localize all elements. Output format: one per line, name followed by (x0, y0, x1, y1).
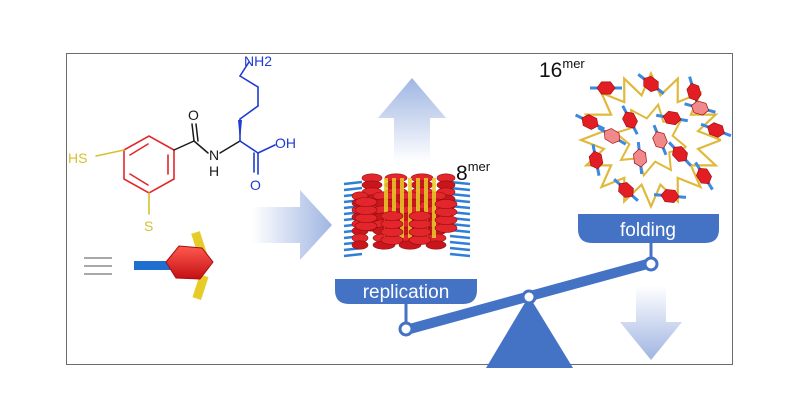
carbonyl-oxygen-label: O (188, 107, 199, 123)
folding-label: folding (620, 220, 676, 241)
stereo-wedge (238, 120, 242, 141)
macrocycle-size-label: 16mer (539, 56, 585, 82)
stack-disulfide (408, 178, 412, 238)
stack-aromatic-core (434, 199, 458, 209)
macrocycle-aromatic-core (581, 114, 599, 130)
building-block-cartoon (134, 231, 214, 300)
macrocycle-aromatic-core (672, 146, 688, 162)
macrocycle-aromatic-core (690, 100, 710, 116)
pivot-left (398, 321, 414, 337)
stack-size-label: 8mer (456, 159, 491, 185)
thiol-bottom-label: S (144, 218, 153, 234)
stack-aromatic-core (434, 215, 458, 225)
macrocycle-aromatic-core (662, 110, 682, 126)
macrocycle-aromatic-core (643, 76, 659, 92)
stack-aromatic-core (408, 219, 432, 229)
stack-aromatic-core (380, 227, 404, 237)
macrocycle-aromatic-core (686, 82, 702, 102)
seesaw-fulcrum (486, 296, 573, 368)
amide-bonds (173, 123, 241, 154)
stack-aromatic-core (351, 240, 369, 250)
folding-panel (578, 214, 719, 243)
macrocycle-16mer (574, 70, 732, 210)
stack-disulfide (424, 178, 428, 238)
stack-disulfide (400, 178, 404, 238)
up-arrow (378, 78, 446, 162)
macrocycle-aromatic-core (633, 148, 647, 168)
stack-disulfide (432, 178, 436, 238)
stack-aromatic-core (425, 240, 447, 250)
amide-h-label: H (209, 163, 219, 179)
macrocycle-aromatic-core (652, 131, 668, 149)
stack-linker-right (449, 234, 471, 240)
stack-aromatic-core (408, 211, 432, 221)
macrocycle-aromatic-core (622, 111, 638, 129)
stack-aromatic-core (354, 205, 378, 215)
macrocycle-aromatic-core (588, 150, 604, 170)
stack-aromatic-core (380, 211, 404, 221)
macrocycle-aromatic-core (603, 128, 621, 144)
stack-aromatic-core (408, 235, 432, 245)
stack-linker-right (449, 240, 471, 246)
stack-linker-left (343, 180, 363, 186)
macrocycle-size-superscript: mer (562, 56, 585, 71)
macrocycle-aromatic-core (618, 182, 634, 198)
stack-size-superscript: mer (468, 159, 491, 174)
stack-aromatic-core (380, 235, 404, 245)
stack-linker-left (343, 252, 363, 258)
pivot-right (643, 256, 659, 272)
amine-label: NH2 (244, 53, 272, 69)
stack-disulfide (384, 178, 388, 238)
right-arrow (252, 190, 332, 260)
down-arrow (620, 286, 682, 360)
equivalence-sign (84, 257, 112, 275)
replication-label: replication (363, 282, 450, 303)
stack-aromatic-core (354, 213, 378, 223)
acid-oh-label: OH (275, 135, 296, 151)
stack-disulfide (416, 178, 420, 238)
acid-carbonyl-label: O (250, 177, 261, 193)
macrocycle-aromatic-core (707, 122, 725, 138)
pivot-center (521, 289, 537, 305)
stack-aromatic-core (434, 223, 458, 233)
amide-n-label: N (209, 147, 219, 163)
stack-aromatic-core (380, 219, 404, 229)
stack-linker-right (449, 246, 471, 252)
thiol-label: HS (68, 150, 87, 166)
stack-aromatic-core (434, 207, 458, 217)
stack-disulfide (392, 178, 396, 238)
macrocycle-aromatic-core (596, 81, 616, 95)
replication-panel (335, 279, 477, 304)
stack-8mer (343, 173, 471, 258)
stack-linker-right (449, 186, 471, 192)
seesaw (398, 243, 659, 368)
stack-linker-left (343, 186, 363, 192)
stack-aromatic-core (408, 227, 432, 237)
thiol-bond-top (95, 149, 125, 157)
stack-aromatic-core (354, 221, 378, 231)
macrocycle-aromatic-core (660, 189, 680, 203)
macrocycle-aromatic-core (696, 167, 712, 185)
macrocycle-backbone (577, 70, 722, 210)
stack-linker-right (449, 252, 471, 258)
figure-frame (66, 53, 733, 365)
stack-aromatic-core (354, 197, 378, 207)
lysine-chain (239, 61, 276, 175)
benzene-ring (123, 135, 175, 194)
building-block-molecule: NH2 HS S O N H OH O (68, 53, 296, 234)
